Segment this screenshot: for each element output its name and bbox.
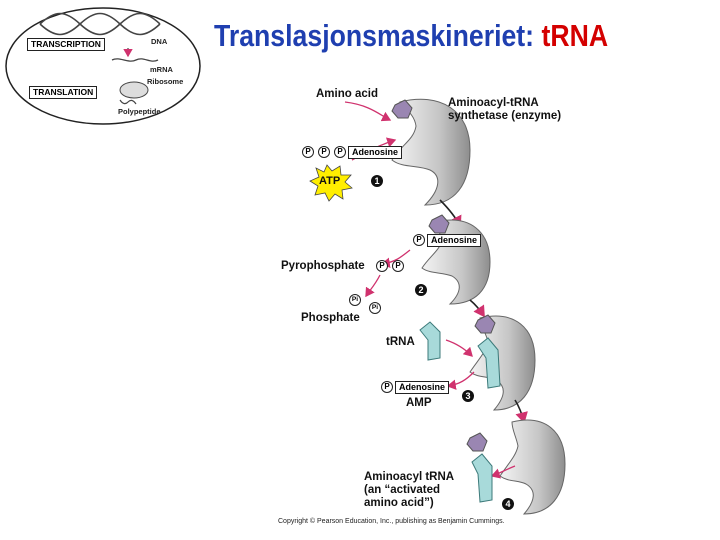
arrow-phosphate-split	[365, 274, 381, 298]
arrow-trna-to-enzyme	[445, 339, 473, 357]
atp-label: ATP	[319, 175, 341, 187]
inset-transcription-label: TRANSCRIPTION	[27, 38, 105, 51]
synthetase-label-line1: Aminoacyl-tRNA	[448, 97, 539, 109]
adenosine-box: Adenosine	[427, 234, 482, 247]
amino-acid-shape-2	[428, 214, 450, 234]
step-2-badge: 2	[415, 284, 427, 296]
amino-acid-shape-1	[391, 99, 413, 119]
adenosine-box: Adenosine	[395, 381, 450, 394]
inset-translation-label: TRANSLATION	[29, 86, 98, 99]
flow-arrow-3	[514, 399, 528, 424]
ribosome-shape	[119, 81, 149, 99]
page-title: Translasjonsmaskineriet: tRNA	[214, 18, 608, 54]
step-1-badge: 1	[371, 175, 383, 187]
trna-shape-free	[419, 321, 441, 361]
phosphate-circle: P	[376, 260, 388, 272]
inorganic-phosphate-circle: Pi	[369, 302, 381, 314]
enzyme-shape-2	[421, 219, 491, 305]
phosphate-circle: P	[334, 146, 346, 158]
inset-ribosome-label: Ribosome	[147, 77, 184, 86]
copyright-notice: Copyright © Pearson Education, Inc., pub…	[278, 518, 505, 525]
title-trna: tRNA	[541, 18, 609, 53]
synthetase-label-line2: synthetase (enzyme)	[448, 110, 562, 122]
atp-burst	[309, 164, 353, 202]
mrna-strand	[111, 58, 159, 62]
phosphate-circle: P	[413, 234, 425, 246]
trna-shape-released	[471, 453, 493, 503]
phosphate-circle: P	[381, 381, 393, 393]
arrow-release	[490, 465, 516, 479]
flow-arrow-2	[469, 299, 485, 318]
inorganic-phosphate-circle: Pi	[349, 294, 361, 306]
aminoacyl-trna-label-line2: (an “activated	[364, 484, 441, 496]
inset-polypeptide-label: Polypeptide	[118, 107, 161, 116]
phosphate-label: Phosphate	[301, 312, 360, 324]
amino-acid-shape-4	[466, 432, 488, 452]
pyrophosphate-label: Pyrophosphate	[281, 260, 365, 272]
adenosine-box: Adenosine	[348, 146, 403, 159]
enzyme-shape-1	[391, 98, 471, 206]
inset-mrna-label: mRNA	[150, 65, 173, 74]
phosphate-circle: P	[392, 260, 404, 272]
phosphate-circle: P	[302, 146, 314, 158]
trna-shape-bound	[477, 337, 501, 389]
arrow-amino-to-enzyme	[344, 101, 392, 122]
aminoacyl-trna-label-line3: amino acid”)	[364, 497, 434, 509]
phosphate-circle: P	[318, 146, 330, 158]
step-3-badge: 3	[462, 390, 474, 402]
trna-label: tRNA	[386, 336, 415, 348]
step-4-badge: 4	[502, 498, 514, 510]
inset-dna-label: DNA	[151, 37, 168, 46]
title-main: Translasjonsmaskineriet:	[214, 18, 542, 53]
enzyme-shape-4	[499, 419, 566, 515]
amino-acid-label: Amino acid	[316, 88, 378, 100]
aminoacyl-trna-label-line1: Aminoacyl tRNA	[364, 471, 455, 483]
amino-acid-shape-3	[474, 314, 496, 334]
amp-label: AMP	[406, 397, 432, 409]
dna-helix	[39, 12, 161, 36]
arrow-amp-out	[446, 371, 475, 390]
polypeptide-chain	[119, 99, 137, 105]
